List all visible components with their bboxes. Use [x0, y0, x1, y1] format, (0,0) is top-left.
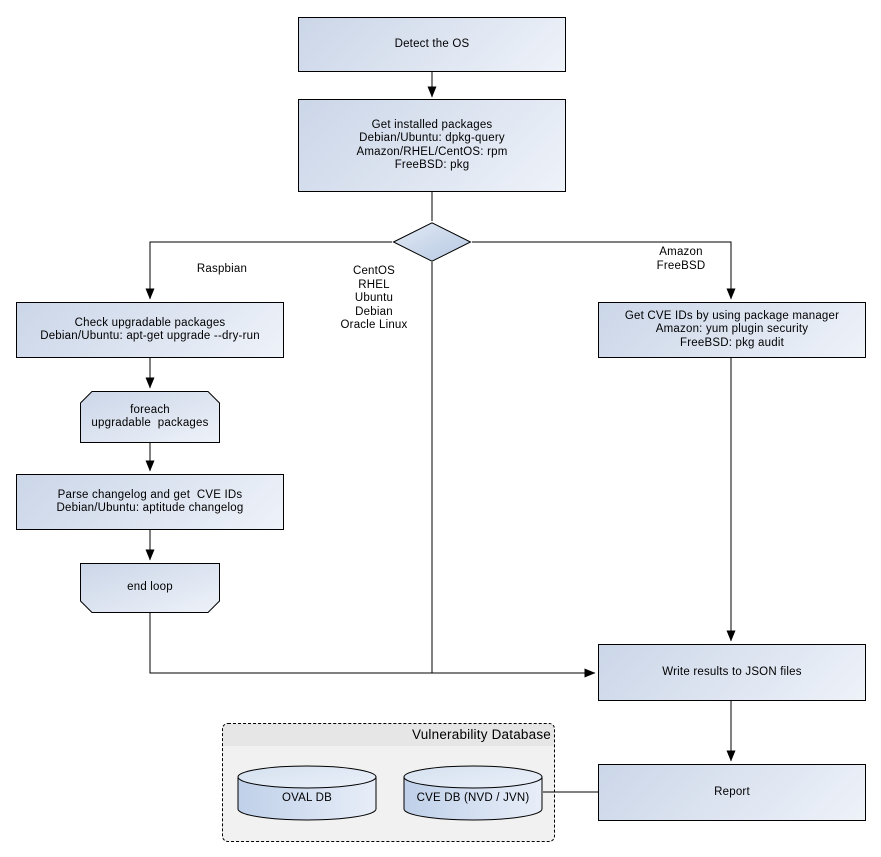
node-check-upgradable-packages-label: Check upgradable packages Debian/Ubuntu:…: [40, 316, 260, 343]
connector-decision-to-getcve-amazon: [472, 241, 736, 300]
branch-label-amazon-freebsd: Amazon FreeBSD: [656, 246, 706, 272]
branch-label-raspbian: Raspbian: [196, 263, 248, 275]
cylinder-shape: [403, 765, 543, 821]
node-detect-os-label: Detect the OS: [394, 37, 470, 50]
node-foreach-loop: foreach upgradable packages: [80, 391, 220, 443]
node-get-installed-packages-label: Get installed packages Debian/Ubuntu: dp…: [356, 118, 508, 172]
node-write-results: Write results to JSON files: [598, 644, 866, 701]
cylinder-cve-db-label: CVE DB (NVD / JVN): [416, 792, 530, 804]
node-parse-changelog-label: Parse changelog and get CVE IDs Debian/U…: [56, 488, 244, 515]
node-get-cve-ids: Get CVE IDs by using package manager Ama…: [598, 302, 866, 358]
connector-decision-to-check-raspbian: [145, 241, 392, 300]
loop-end-shape: [80, 563, 220, 613]
node-parse-changelog: Parse changelog and get CVE IDs Debian/U…: [16, 474, 284, 530]
loop-start-shape: [80, 391, 220, 443]
node-check-upgradable-packages: Check upgradable packages Debian/Ubuntu:…: [16, 302, 284, 358]
cylinder-shape: [237, 765, 377, 821]
node-foreach-loop-label: foreach upgradable packages: [91, 403, 209, 430]
node-report: Report: [598, 764, 866, 821]
node-detect-os: Detect the OS: [298, 17, 566, 72]
branch-label-centos-rhel-ubuntu-debian-oracle: CentOS RHEL Ubuntu Debian Oracle Linux: [340, 265, 408, 332]
node-end-loop-label: end loop: [127, 581, 173, 594]
node-write-results-label: Write results to JSON files: [662, 665, 802, 678]
cylinder-oval-db: OVAL DB: [237, 765, 377, 821]
vulnerability-database-title: Vulnerability Database: [223, 724, 554, 746]
node-os-decision-diamond: [392, 222, 472, 262]
node-get-installed-packages: Get installed packages Debian/Ubuntu: dp…: [298, 99, 566, 192]
diamond-shape: [392, 222, 472, 262]
node-end-loop: end loop: [80, 563, 220, 613]
cylinder-cve-db: CVE DB (NVD / JVN): [403, 765, 543, 821]
node-get-cve-ids-label: Get CVE IDs by using package manager Ama…: [624, 309, 840, 349]
cylinder-oval-db-label: OVAL DB: [282, 792, 332, 804]
node-report-label: Report: [714, 785, 750, 798]
connector-endloop-to-write: [149, 613, 596, 678]
